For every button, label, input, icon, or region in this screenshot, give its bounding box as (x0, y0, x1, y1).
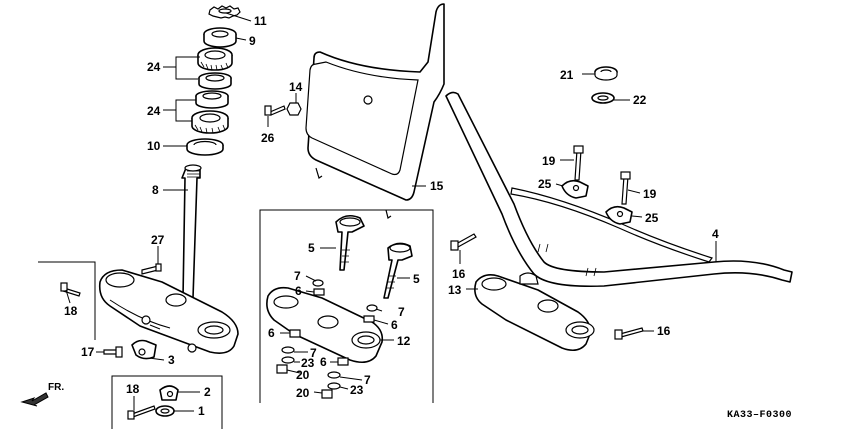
collar-14 (286, 102, 302, 116)
bolt-26 (264, 105, 286, 116)
callout-6-upper-right: 6 (391, 318, 398, 332)
callout-7-upper-left: 7 (294, 269, 301, 283)
top-nut-9 (203, 27, 237, 48)
steering-stem-8 (181, 164, 202, 299)
washer-nut-7-6-a (312, 279, 325, 296)
callout-14: 14 (289, 80, 303, 94)
callout-20-left: 20 (296, 368, 310, 382)
clamp-2 (159, 385, 179, 401)
cable-guide-3 (131, 339, 157, 360)
upper-holder-25b (605, 205, 633, 225)
callout-20-right: 20 (296, 386, 310, 400)
leader-lines (65, 12, 717, 412)
bearing-race-upper (197, 47, 233, 71)
front-direction-arrow-icon (20, 392, 49, 407)
callout-23-left: 23 (301, 356, 315, 370)
bolt-17 (103, 346, 123, 358)
bolt-19b (620, 171, 631, 205)
top-bridge-13 (474, 272, 595, 352)
bearing-lower (191, 110, 229, 134)
nut-6-left (276, 329, 301, 374)
callout-6-lower-left: 6 (268, 326, 275, 340)
callout-18-lower: 18 (126, 382, 140, 396)
washer-22 (591, 92, 615, 104)
callout-5-right: 5 (413, 272, 420, 286)
callout-19-right: 19 (643, 187, 657, 201)
lower-fork-bridge (98, 269, 239, 354)
callout-15: 15 (430, 179, 444, 193)
callout-labels: 11 9 24 24 10 8 27 18 17 3 18 2 1 14 26 … (64, 14, 719, 418)
washer-nut-7-6-b (363, 304, 378, 323)
bearing-race-upper-2 (198, 72, 232, 90)
top-bridge-12 (266, 286, 384, 364)
callout-22: 22 (633, 93, 647, 107)
washer-21 (594, 66, 618, 81)
bolt-18-left (60, 282, 81, 297)
callout-6-lower-right: 6 (320, 355, 327, 369)
callout-7-lower-right: 7 (364, 373, 371, 387)
callout-11: 11 (254, 14, 267, 28)
callout-12: 12 (397, 334, 411, 348)
number-plate-15 (305, 3, 445, 219)
callout-2: 2 (204, 385, 211, 399)
bolt-27 (141, 263, 162, 275)
bolt-18-lower (127, 405, 156, 420)
inset-box-lines (38, 209, 434, 429)
callout-18-left: 18 (64, 304, 78, 318)
callout-24-upper: 24 (147, 60, 161, 74)
callout-1: 1 (198, 404, 205, 418)
upper-holder-25a (561, 179, 589, 199)
handlebar-holder-5b (383, 242, 413, 299)
callout-21: 21 (560, 68, 574, 82)
callout-23-right: 23 (350, 383, 364, 397)
nut-6-right (321, 357, 349, 399)
callout-9: 9 (249, 34, 256, 48)
callout-16-lower: 16 (657, 324, 671, 338)
callout-19-left: 19 (542, 154, 556, 168)
bolt-19a (573, 145, 584, 181)
collar-1 (155, 405, 175, 417)
figure-code: KA33–F0300 (727, 410, 792, 421)
callout-17: 17 (81, 345, 95, 359)
callout-3: 3 (168, 353, 175, 367)
callout-25-right: 25 (645, 211, 659, 225)
direction-label: FR. (48, 382, 64, 393)
callout-26: 26 (261, 131, 275, 145)
callout-13: 13 (448, 283, 462, 297)
bearing-race-lower (195, 90, 229, 109)
handlebar-4 (445, 91, 793, 288)
bolt-16-upper (450, 233, 477, 251)
callout-27: 27 (151, 233, 165, 247)
callout-16-upper: 16 (452, 267, 466, 281)
callout-8: 8 (152, 183, 159, 197)
callout-24-lower: 24 (147, 104, 161, 118)
callout-10: 10 (147, 139, 161, 153)
bolt-16-lower (614, 327, 644, 340)
callout-7-lower-left: 7 (310, 346, 317, 360)
callout-5-left: 5 (308, 241, 315, 255)
callout-6-upper-left: 6 (295, 284, 302, 298)
callout-7-upper-right: 7 (398, 305, 405, 319)
callout-4: 4 (712, 227, 719, 241)
callout-25-left: 25 (538, 177, 552, 191)
handlebar-holder-5a (335, 214, 365, 271)
dust-seal-10 (186, 138, 224, 156)
